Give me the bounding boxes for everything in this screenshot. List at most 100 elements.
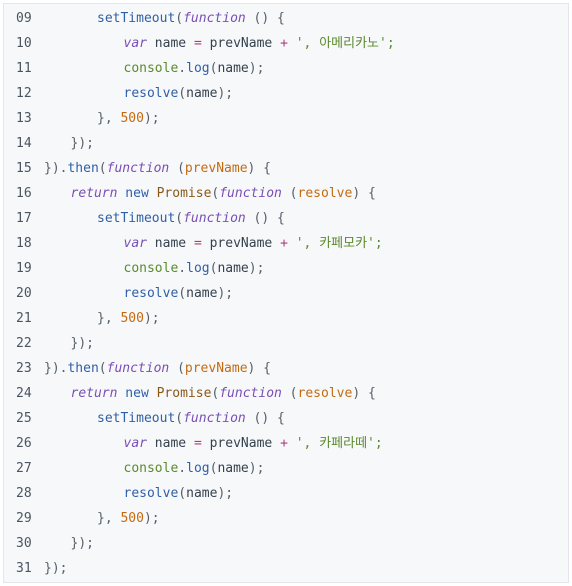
line-code: setTimeout(function () {: [97, 206, 285, 231]
code-token: ', 카페모카';: [287, 236, 383, 251]
line-code: });: [71, 531, 94, 556]
code-token: function: [183, 211, 246, 226]
code-token: prevName: [201, 36, 281, 51]
code-token: return: [70, 186, 118, 201]
code-token: (: [98, 361, 107, 376]
code-token: name: [146, 436, 194, 451]
code-token: (: [169, 161, 185, 176]
line-number: 14: [16, 136, 32, 151]
line-code: });: [44, 556, 67, 581]
code-token: });: [70, 336, 94, 351]
code-token: });: [70, 536, 94, 551]
code-token: );: [217, 486, 234, 501]
code-line: 31});: [4, 556, 568, 581]
code-token: =: [193, 36, 202, 51]
code-token: (: [178, 86, 187, 101]
code-token: name: [186, 286, 218, 301]
code-token: prevName: [201, 436, 281, 451]
line-number: 13: [16, 111, 32, 126]
code-token: );: [143, 511, 160, 526]
code-token: Promise: [156, 386, 212, 401]
code-token: );: [248, 261, 265, 276]
code-token: () {: [245, 11, 285, 26]
code-token: return: [70, 386, 118, 401]
line-code: return new Promise(function (resolve) {: [71, 181, 376, 206]
code-token: (: [209, 61, 218, 76]
line-number: 10: [16, 36, 32, 51]
code-token: (: [178, 486, 187, 501]
code-token: prevName: [184, 361, 248, 376]
code-token: (: [211, 186, 220, 201]
code-token: .: [178, 261, 187, 276]
line-number: 20: [16, 286, 32, 301]
code-token: ) {: [247, 361, 272, 376]
code-line: 19 console.log(name);: [4, 256, 568, 281]
code-token: () {: [245, 211, 285, 226]
line-number: 17: [16, 211, 32, 226]
code-token: then: [67, 161, 99, 176]
code-token: );: [143, 111, 160, 126]
line-number: 30: [16, 536, 32, 551]
line-number: 27: [16, 461, 32, 476]
line-number: 22: [16, 336, 32, 351]
code-token: resolve: [123, 486, 179, 501]
line-code: var name = prevName + ', 카페라떼';: [124, 431, 383, 456]
code-token: (: [281, 386, 298, 401]
code-token: ) {: [352, 186, 376, 201]
line-number: 19: [16, 261, 32, 276]
code-line: 27 console.log(name);: [4, 456, 568, 481]
code-token: resolve: [123, 286, 179, 301]
code-line: 16 return new Promise(function (resolve) …: [4, 181, 568, 206]
code-token: 500: [120, 111, 144, 126]
code-token: prevName: [201, 236, 281, 251]
code-token: ) {: [352, 386, 376, 401]
line-number: 15: [16, 161, 32, 176]
code-token: function: [219, 186, 282, 201]
code-token: function: [183, 11, 246, 26]
line-code: });: [71, 331, 94, 356]
line-number: 16: [16, 186, 32, 201]
code-token: name: [217, 61, 249, 76]
line-number: 25: [16, 411, 32, 426]
code-token: (: [175, 211, 184, 226]
code-token: =: [193, 436, 202, 451]
code-token: (: [178, 286, 187, 301]
code-token: console: [123, 261, 179, 276]
code-token: );: [143, 311, 160, 326]
code-token: (: [209, 461, 218, 476]
code-token: +: [280, 236, 288, 251]
code-line: 17 setTimeout(function () {: [4, 206, 568, 231]
line-code: }, 500);: [97, 506, 160, 531]
code-token: setTimeout: [97, 211, 176, 226]
code-token: }).: [44, 161, 68, 176]
line-code: });: [71, 131, 94, 156]
code-token: (: [98, 161, 107, 176]
line-code: resolve(name);: [124, 481, 234, 506]
code-token: name: [186, 86, 218, 101]
code-token: name: [186, 486, 218, 501]
code-token: console: [123, 461, 179, 476]
line-code: }).then(function (prevName) {: [44, 156, 271, 181]
code-token: function: [183, 411, 246, 426]
line-code: resolve(name);: [124, 81, 234, 106]
code-token: );: [248, 461, 265, 476]
code-line: 14});: [4, 131, 568, 156]
code-token: .: [178, 461, 187, 476]
code-token: prevName: [184, 161, 248, 176]
line-code: setTimeout(function () {: [97, 6, 285, 31]
line-code: console.log(name);: [124, 256, 265, 281]
line-code: setTimeout(function () {: [97, 406, 285, 431]
code-line: 15 }).then(function (prevName) {: [4, 156, 568, 181]
line-number: 21: [16, 311, 32, 326]
line-code: console.log(name);: [124, 456, 265, 481]
code-token: resolve: [123, 86, 179, 101]
